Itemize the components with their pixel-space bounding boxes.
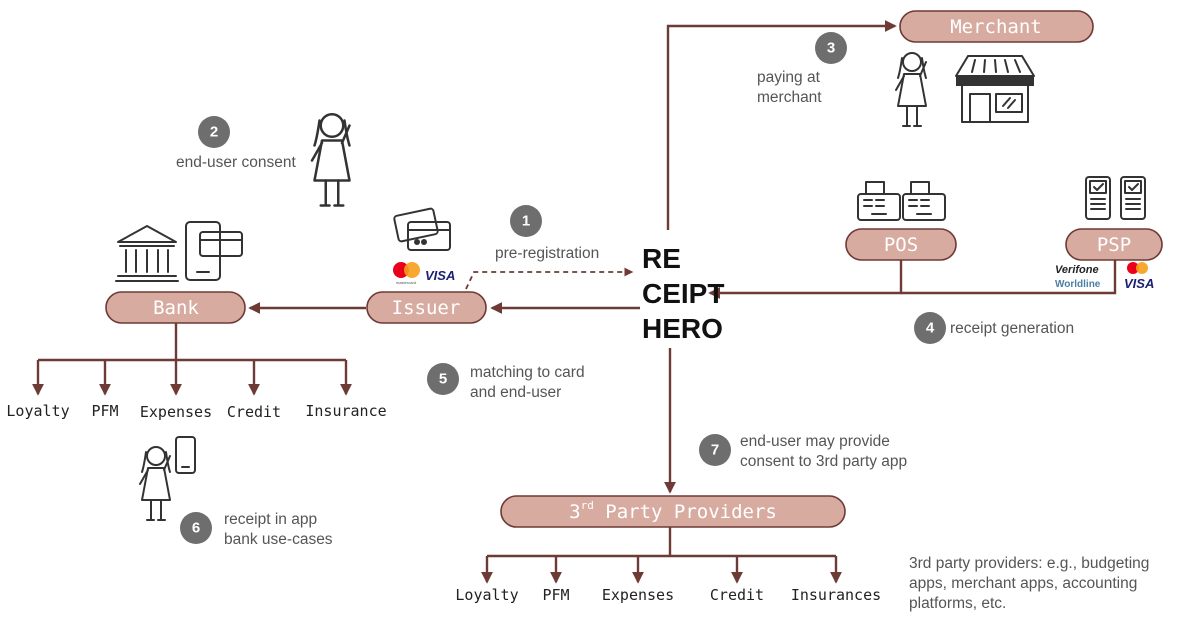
line-pos-to-hero — [708, 259, 903, 299]
person-icon — [310, 113, 351, 207]
step-5: 5 matching to card and end-user — [427, 363, 585, 401]
step-6: 6 receipt in app bank use-cases — [180, 511, 333, 548]
step-7: 7 end-user may provide consent to 3rd pa… — [699, 433, 907, 470]
mastercard-logo-icon: mastercard — [393, 262, 420, 285]
verifone-logo: Verifone — [1055, 264, 1099, 276]
pos-label: POS — [884, 234, 918, 256]
step-3: 3 paying at merchant — [757, 32, 847, 106]
third-party-node: 3rd Party Providers — [500, 495, 846, 528]
mastercard-wordmark: mastercard — [396, 280, 416, 285]
bank-label: Bank — [153, 297, 199, 319]
third-party-label: 3rd Party Providers — [569, 499, 777, 524]
step-2-note: end-user consent — [176, 154, 296, 171]
step-5-number: 5 — [439, 371, 447, 388]
phone-card-icon — [185, 221, 243, 281]
shop-icon — [955, 55, 1035, 123]
receipt-hero-logo: RE CEIPT HERO — [642, 243, 724, 344]
step-1-number: 1 — [522, 213, 530, 230]
step-3-number: 3 — [827, 40, 835, 57]
logo-line-3: HERO — [642, 313, 723, 344]
third-output-loyalty: Loyalty — [455, 586, 518, 604]
psp-label: PSP — [1097, 234, 1131, 256]
person-icon — [139, 446, 171, 521]
issuer-label: Issuer — [392, 297, 461, 319]
bank-output-loyalty: Loyalty — [6, 402, 69, 420]
bank-node: Bank — [105, 291, 246, 324]
worldline-logo: Worldline — [1055, 279, 1101, 290]
card-terminal-icon — [1085, 176, 1111, 220]
bank-tree-trunk — [38, 323, 346, 362]
third-party-prefix: 3 — [569, 501, 580, 523]
step-1: 1 pre-registration — [495, 205, 599, 262]
step-3-note-line-2: merchant — [757, 89, 822, 106]
step-7-number: 7 — [711, 442, 719, 459]
bank-output-pfm: PFM — [91, 402, 118, 420]
third-output-pfm: PFM — [542, 586, 569, 604]
bank-output-insurance: Insurance — [305, 402, 386, 420]
line-psp-to-pos — [901, 259, 1117, 295]
line-to-merchant — [666, 20, 897, 230]
step-4-note: receipt generation — [950, 320, 1074, 337]
step-6-note-line-1: receipt in app — [224, 511, 317, 528]
issuer-node: Issuer — [366, 291, 487, 324]
step-4-number: 4 — [926, 320, 935, 337]
mastercard-logo-icon — [1127, 262, 1148, 274]
step-3-note-line-1: paying at — [757, 69, 821, 86]
step-2: 2 end-user consent — [176, 116, 296, 171]
step-5-note-line-2: and end-user — [470, 384, 561, 401]
third-party-note-line-3: platforms, etc. — [909, 595, 1006, 612]
pos-node: POS — [845, 228, 957, 261]
step-6-note-line-2: bank use-cases — [224, 531, 333, 548]
cash-register-icon — [902, 181, 946, 221]
line-pre-registration — [465, 267, 634, 290]
psp-node: PSP — [1065, 228, 1163, 261]
merchant-node: Merchant — [899, 10, 1094, 43]
step-7-note-line-1: end-user may provide — [740, 433, 890, 450]
step-1-note: pre-registration — [495, 245, 599, 262]
third-output-credit: Credit — [710, 586, 764, 604]
third-output-expenses: Expenses — [602, 586, 674, 604]
card-terminal-icon — [1120, 176, 1146, 220]
bank-building-icon — [115, 225, 179, 282]
step-4: 4 receipt generation — [914, 312, 1074, 344]
third-party-note-line-2: apps, merchant apps, accounting — [909, 575, 1137, 592]
logo-line-1: RE — [642, 243, 681, 274]
visa-logo-psp: VISA — [1124, 276, 1154, 291]
third-party-outputs: Loyalty PFM Expenses Credit Insurances — [455, 586, 881, 604]
step-5-note-line-1: matching to card — [470, 364, 585, 381]
visa-logo-issuer: VISA — [425, 268, 455, 283]
bank-outputs: Loyalty PFM Expenses Credit Insurance — [6, 402, 386, 421]
credit-cards-icon — [393, 207, 451, 251]
third-party-sup: rd — [581, 499, 594, 512]
step-2-number: 2 — [210, 124, 218, 141]
logo-line-2: CEIPT — [642, 278, 724, 309]
bank-output-expenses: Expenses — [140, 403, 212, 421]
person-icon — [895, 52, 927, 127]
third-tree-trunk — [487, 527, 836, 558]
step-6-number: 6 — [192, 520, 200, 537]
cash-register-icon — [857, 181, 901, 221]
third-party-suffix: Party Providers — [594, 501, 777, 523]
bank-output-credit: Credit — [227, 403, 281, 421]
third-output-insurances: Insurances — [791, 586, 881, 604]
merchant-label: Merchant — [950, 16, 1042, 38]
third-party-note-line-1: 3rd party providers: e.g., budgeting — [909, 555, 1149, 572]
step-7-note-line-2: consent to 3rd party app — [740, 453, 907, 470]
third-party-description: 3rd party providers: e.g., budgeting app… — [909, 555, 1149, 612]
phone-icon — [175, 436, 196, 474]
